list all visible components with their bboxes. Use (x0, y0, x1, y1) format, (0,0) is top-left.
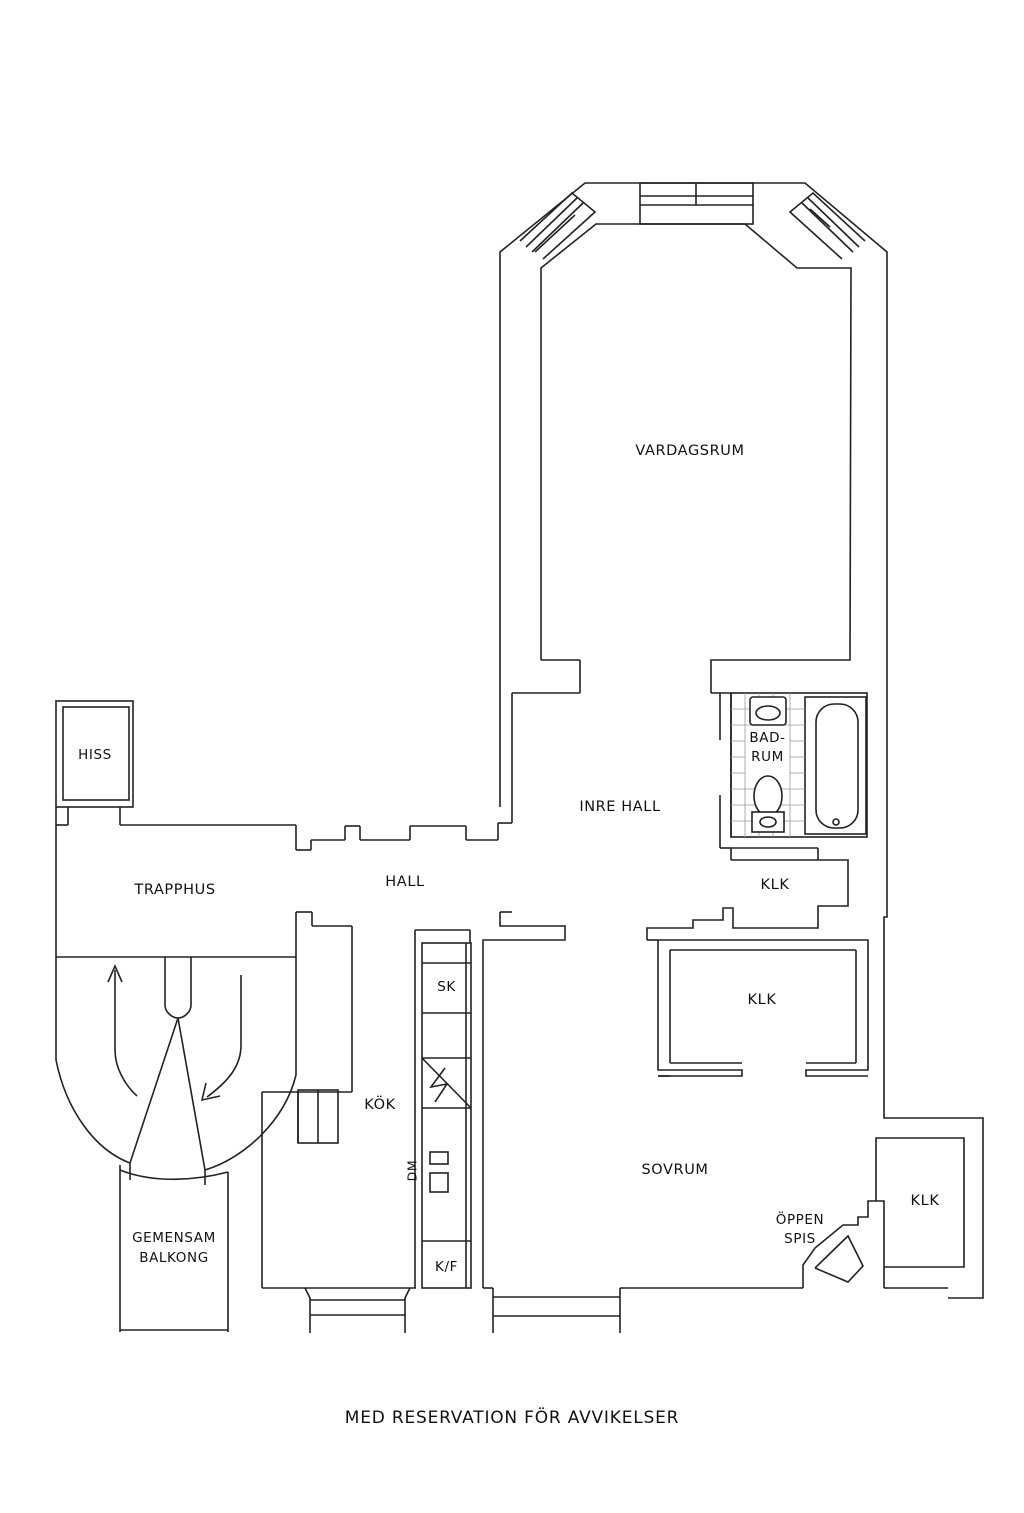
room-label-kf: K/F (435, 1259, 458, 1275)
room-label-inre-hall: INRE HALL (579, 799, 661, 815)
stairwell (55, 825, 353, 1185)
room-label-sk: SK (437, 979, 456, 995)
kitchen-walls (261, 929, 472, 1333)
elevator-shaft (55, 700, 134, 826)
room-label-gemensam-balkong-line2: BALKONG (139, 1250, 209, 1266)
room-label-klk-upper: KLK (760, 877, 790, 893)
hall-walls (469, 911, 566, 1333)
bathroom (711, 692, 868, 849)
bedroom-window (493, 1287, 803, 1333)
room-label-sovrum: SOVRUM (641, 1162, 709, 1178)
room-label-oppen-spis-line2: SPIS (784, 1231, 816, 1247)
room-label-trapphus: TRAPPHUS (134, 882, 216, 898)
disclaimer-text: MED RESERVATION FÖR AVVIKELSER (344, 1408, 680, 1428)
closet-middle (657, 939, 869, 1077)
room-label-oppen-spis-line1: ÖPPEN (775, 1212, 825, 1228)
room-label-dm: DM (404, 1159, 420, 1182)
outer-walls (119, 182, 984, 1299)
shared-balcony (119, 1165, 229, 1332)
room-label-gemensam-balkong-line1: GEMENSAM (132, 1230, 216, 1246)
closet-upper (646, 847, 849, 941)
room-label-badrum-line1: BAD- (749, 730, 786, 746)
room-label-hiss: HISS (78, 747, 112, 763)
room-label-klk-right: KLK (910, 1193, 940, 1209)
room-label-badrum-line2: RUM (751, 749, 784, 765)
fireplace-and-closet (802, 1137, 965, 1289)
room-label-klk-middle: KLK (747, 992, 777, 1008)
room-label-vardagsrum: VARDAGSRUM (635, 443, 745, 459)
room-label-hall: HALL (385, 874, 425, 890)
bay-windows (519, 182, 866, 260)
room-label-kok: KÖK (364, 1097, 396, 1113)
